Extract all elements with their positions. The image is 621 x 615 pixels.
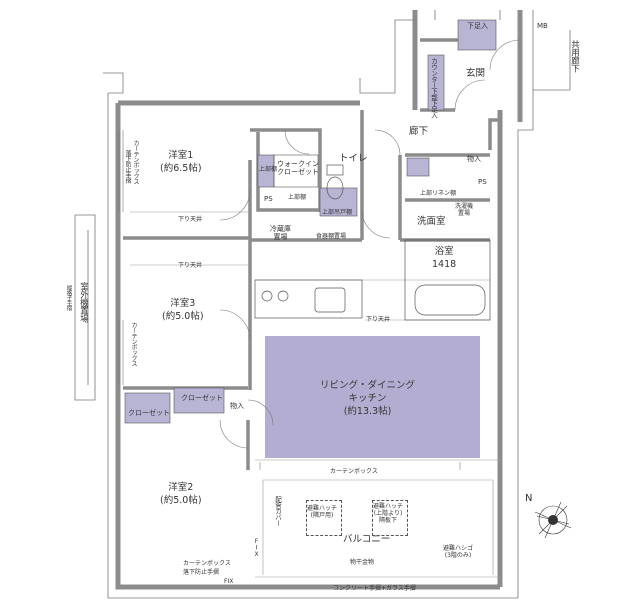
closet-a-label: クローゼット <box>181 394 223 402</box>
fridge-line1: 冷蔵庫 <box>270 225 291 233</box>
ps-label-2: PS <box>478 178 487 186</box>
mb-label: MB <box>537 22 548 30</box>
lowered-ceiling-1: 下り天井 <box>178 216 203 223</box>
western3-area: (約5.0帖) <box>162 310 204 322</box>
ps-label-1: PS <box>264 195 273 203</box>
laundry-pole-label: 物干金物 <box>350 559 375 566</box>
pantry-label: 食器棚置場 <box>316 233 347 240</box>
outer-wall-lines <box>74 10 571 599</box>
compass-north: N <box>525 493 533 504</box>
room-balcony: バルコニー <box>343 534 391 545</box>
common-corridor: 共用廊下 <box>569 40 580 72</box>
bath-name: 浴室 <box>434 246 454 257</box>
toilet-fixture <box>326 164 344 200</box>
fridge-line2: 置場 <box>273 233 288 242</box>
western1-name: 洋室1 <box>168 150 194 161</box>
room-western2: 洋室2 (約5.0帖) <box>160 482 202 508</box>
storage-hall-label: 物入 <box>467 155 481 163</box>
hatch2-line2: (上階より) <box>373 510 403 518</box>
room-hallway: 廊下 <box>409 126 429 137</box>
outdoor-unit-area: 室外機置場 <box>78 282 89 322</box>
hatch1-line2: (隣戸用) <box>310 512 334 520</box>
ladder-line2: (3階のみ) <box>444 552 472 560</box>
bathtub <box>404 239 491 321</box>
curtain-box-4: カーテンボックス <box>183 560 231 567</box>
curtain-box-2: カーテンボックス <box>130 322 137 366</box>
hatch-2-box <box>372 500 408 536</box>
closet-b-label: クローゼット <box>128 409 170 417</box>
curtain-box-1: カーテンボックス <box>132 140 139 184</box>
curtain-box-3: カーテンボックス <box>330 468 378 475</box>
railing-label: コンクリート手摺+ガラス手摺 <box>333 585 416 592</box>
windows <box>118 130 461 470</box>
room-western3: 洋室3 (約5.0帖) <box>162 298 204 324</box>
compass-icon <box>534 501 572 539</box>
washer-line2: 置場 <box>458 210 471 218</box>
storage-ldk-label: 物入 <box>230 402 244 410</box>
vertical-grating-label: 縦格子手摺 <box>65 285 72 310</box>
hatch2-line1: 避難ハッチ <box>373 503 404 510</box>
room-bath: 浴室 1418 <box>432 246 456 272</box>
walk-in-closet-label: ウォークイン クローゼット <box>277 160 319 177</box>
room-ldk: リビング・ダイニング キッチン (約13.3帖) <box>320 380 415 418</box>
room-western1: 洋室1 (約6.5帖) <box>160 150 202 176</box>
fix-label-2: FIX <box>224 578 234 585</box>
counter-shoe-box-label: カウンター下部下足入 <box>429 58 438 118</box>
shoe-box-label: 下足入 <box>467 22 488 30</box>
fix-label-1: FIX <box>253 538 260 558</box>
lowered-ceiling-2: 下り天井 <box>178 262 203 269</box>
wic-line2: クローゼット <box>277 168 319 177</box>
kitchen-counter <box>254 279 363 319</box>
storage-fills <box>124 19 497 424</box>
fall-prevention-1: 落下防止手摺 <box>124 150 131 183</box>
western3-name: 洋室3 <box>170 298 196 309</box>
washer-line1: 洗濯機 <box>455 203 474 210</box>
upper-linen-label: 上部リネン棚 <box>420 190 457 197</box>
hatch-1-box <box>306 500 342 536</box>
ladder-line1: 避難ハシゴ <box>443 545 474 552</box>
room-toilet: トイレ <box>339 153 368 164</box>
ldk-line2: キッチン <box>348 392 387 404</box>
room-washroom: 洗面室 <box>417 216 446 227</box>
wic-line1: ウォークイン <box>277 160 319 168</box>
bath-size: 1418 <box>432 258 457 270</box>
washer-space-label: 洗濯機 置場 <box>455 203 473 217</box>
ldk-line1: リビング・ダイニング <box>320 380 416 391</box>
fridge-space-label: 冷蔵庫 置場 <box>270 225 291 242</box>
western2-name: 洋室2 <box>168 482 194 493</box>
ldk-area: (約13.3帖) <box>343 405 392 417</box>
pipe-cover-label: 配管カバー <box>273 496 282 526</box>
upper-shelf-1-label: 上部棚 <box>259 166 278 173</box>
western1-area: (約6.5帖) <box>160 162 202 174</box>
upper-shelf-toilet-label: 上部吊戸棚 <box>322 209 353 216</box>
hatch-1-label: 避難ハッチ (隣戸用) <box>307 505 337 519</box>
western2-area: (約5.0帖) <box>160 494 202 506</box>
hatch2-line3: 隔板下 <box>379 517 398 525</box>
door-swings <box>219 39 521 449</box>
ladder-label: 避難ハシゴ (3階のみ) <box>443 545 473 559</box>
upper-shelf-2-label: 上部棚 <box>288 194 307 201</box>
hatch-2-label: 避難ハッチ (上階より) 隔板下 <box>373 503 403 525</box>
outer-walls <box>115 10 523 590</box>
hatch1-line1: 避難ハッチ <box>307 505 338 512</box>
ldk-highlight <box>265 336 480 458</box>
room-entrance: 玄関 <box>466 68 486 79</box>
fall-prevention-2: 落下防止手摺 <box>183 569 220 576</box>
lowered-ceiling-3: 下り天井 <box>366 316 391 323</box>
